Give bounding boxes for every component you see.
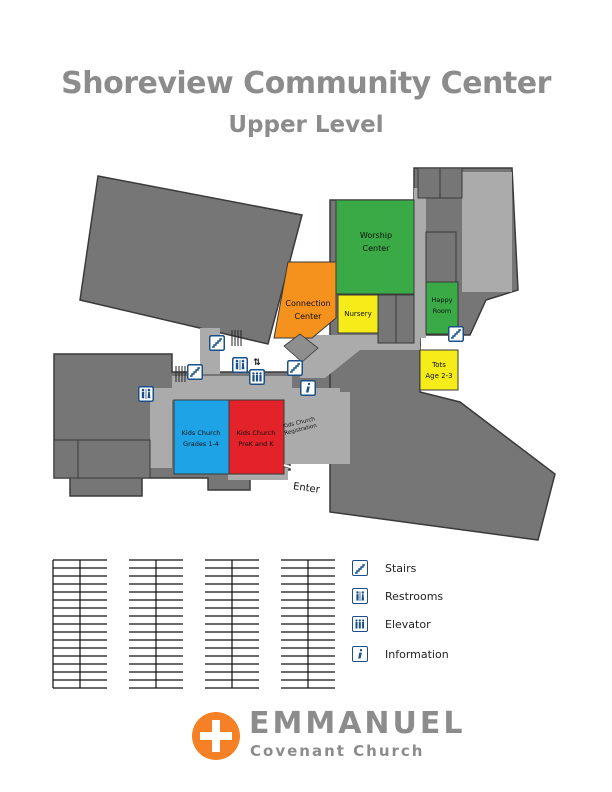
- tots-label-2: Age 2-3: [425, 372, 452, 380]
- kids-church-prek-label-1: Kids Church: [237, 429, 276, 437]
- stairwell-marks: [175, 330, 242, 382]
- happy-room-label-1: Happy: [432, 296, 453, 304]
- entrance-label: Enter: [292, 481, 321, 496]
- connection-center-label-2: Center: [295, 312, 323, 321]
- stairs-icon: [287, 360, 303, 376]
- kids-church-grades-room: [173, 399, 230, 475]
- tots-label-1: Tots: [431, 361, 446, 369]
- page-title: Shoreview Community Center: [61, 66, 551, 101]
- kids-church-grades-label-2: Grades 1-4: [183, 440, 219, 448]
- elevator-icon: [249, 369, 265, 385]
- legend-item-information: Information: [352, 644, 449, 664]
- legend-label-restrooms: Restrooms: [385, 589, 444, 603]
- parking-lots: [52, 559, 335, 689]
- nursery-label: Nursery: [344, 310, 372, 318]
- legend-item-restrooms: Restrooms: [352, 586, 443, 606]
- connection-center-room: [273, 261, 337, 339]
- stairs-icon: [187, 364, 203, 380]
- parking-lot: [52, 559, 107, 689]
- legend-item-elevator: Elevator: [352, 614, 431, 634]
- stairwell-diagonal: [283, 333, 319, 363]
- information-icon: [300, 380, 316, 396]
- worship-center-label-1: Worship: [360, 231, 392, 240]
- minor-rooms: [53, 167, 463, 479]
- information-icon: [352, 646, 368, 662]
- northwest-wing: [79, 175, 303, 345]
- logo-tagline: Covenant Church: [250, 742, 425, 760]
- tots-room: [419, 349, 459, 391]
- kids-church-prek-room: [228, 399, 285, 475]
- restroom-icon: [138, 386, 154, 402]
- parking-lot: [281, 559, 335, 689]
- kids-church-prek-label-2: PreK and K: [238, 440, 274, 448]
- parking-lot: [205, 559, 259, 689]
- restroom-icon: [232, 357, 248, 373]
- entrance-door: [283, 464, 297, 470]
- stairs-icon: [209, 335, 225, 351]
- worship-center-room: [335, 199, 415, 295]
- nursery-room: [337, 294, 379, 334]
- emmanuel-cross-logo-icon: [192, 712, 240, 760]
- parking-lot: [129, 559, 183, 689]
- corridors: [150, 172, 512, 480]
- restroom-icon: [352, 588, 368, 604]
- elevator-icon: [352, 616, 368, 632]
- elevator-arrows-icon: ⇅: [253, 358, 261, 368]
- legend-item-stairs: Stairs: [352, 558, 416, 578]
- logo-name: EMMANUEL: [249, 706, 466, 741]
- happy-room: [425, 281, 459, 335]
- legend-label-information: Information: [385, 647, 449, 661]
- stairs-icon: [352, 560, 368, 576]
- legend-label-elevator: Elevator: [385, 617, 431, 631]
- kids-church-grades-label-1: Kids Church: [182, 429, 221, 437]
- legend-label-stairs: Stairs: [385, 561, 417, 575]
- connection-center-label-1: Connection: [285, 299, 330, 308]
- stairs-icon: [448, 326, 464, 342]
- happy-room-label-2: Room: [433, 307, 452, 315]
- worship-center-label-2: Center: [363, 244, 391, 253]
- page-subtitle: Upper Level: [228, 112, 384, 138]
